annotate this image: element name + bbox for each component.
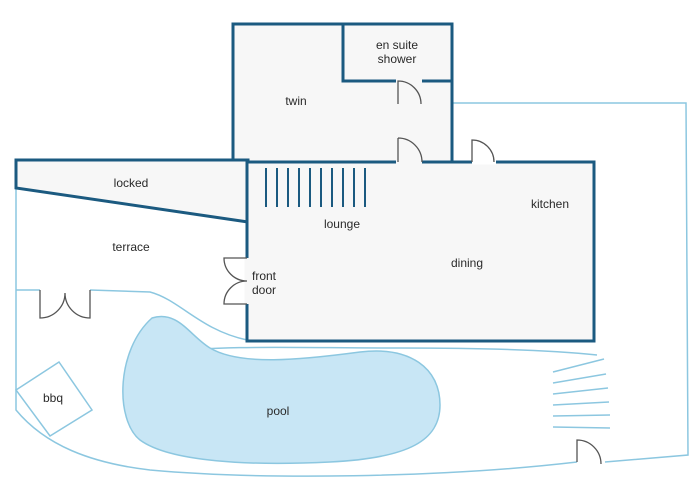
en-suite-label-line1: en suite	[376, 38, 418, 52]
dining-label: dining	[451, 256, 483, 270]
garden-steps	[552, 358, 611, 429]
garden-step	[552, 401, 610, 406]
site-outline-east	[453, 102, 689, 463]
garden-step	[552, 387, 609, 395]
kitchen-door-icon	[471, 139, 495, 163]
pool-deck-edge	[169, 346, 598, 356]
pool-label: pool	[267, 404, 290, 418]
garden-gate-icon	[576, 439, 602, 465]
bbq-area	[14, 360, 94, 438]
kitchen-label: kitchen	[531, 197, 569, 211]
lounge-label: lounge	[324, 217, 360, 231]
terrace-edge	[16, 289, 248, 341]
terrace-label: terrace	[112, 240, 150, 254]
site-boundary	[15, 102, 689, 477]
bbq-label: bbq	[43, 391, 63, 405]
site-outline-south	[15, 160, 578, 477]
terrace-gate-icon	[39, 290, 91, 319]
front-door-icon	[223, 257, 248, 305]
en-suite-door-icon	[397, 80, 422, 105]
twin-label: twin	[285, 94, 306, 108]
locked-label: locked	[114, 176, 149, 190]
front-door-label-line2: door	[252, 283, 276, 297]
garden-step	[552, 426, 611, 429]
lounge-stairs	[265, 168, 366, 207]
garden-step	[552, 358, 605, 373]
garden-step	[552, 373, 607, 384]
pool-shape	[122, 315, 441, 465]
garden-step	[552, 414, 611, 417]
twin-door-icon	[397, 137, 423, 163]
front-door-label-line1: front	[252, 269, 277, 283]
en-suite-label-line2: shower	[378, 52, 417, 66]
locked-room	[14, 158, 250, 224]
door-swings	[39, 80, 602, 465]
